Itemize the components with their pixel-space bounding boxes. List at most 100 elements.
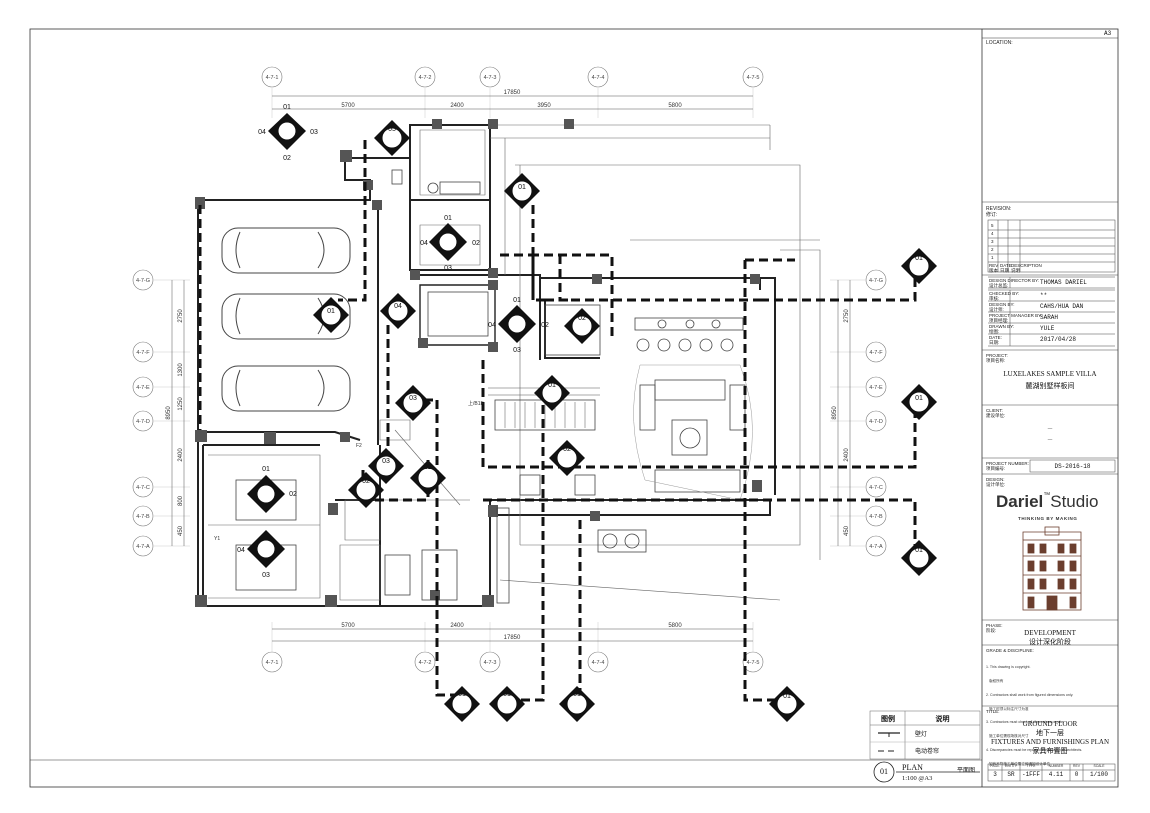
car-icon [221,293,351,340]
svg-text:01: 01 [458,691,466,698]
checked-label: CHECKED BY:审核: [989,291,1020,301]
building-illustration [1022,526,1082,611]
dim-label: 2400 [844,448,850,462]
plan-tag-title: PLAN [902,763,923,772]
date-value: 2017/04/28 [1040,336,1077,343]
tag-marker: 01 [313,297,349,333]
project-number-label: PROJECT NUMBER:项目编号: [986,461,1029,471]
dim-label: 2400 [450,623,464,629]
phase-value: DEVELOPMENT [1024,629,1076,637]
svg-text:4-7-5: 4-7-5 [747,660,760,666]
stair-label: 上/B1F [468,400,484,407]
svg-text:4-7-G: 4-7-G [136,278,150,284]
tag-marker: 02 [549,440,585,476]
dim-label: 800 [178,495,184,506]
project-number-value: DS-2016-18 [1054,463,1091,470]
design-label: DESIGN:设计单位: [986,477,1006,487]
svg-text:01: 01 [548,382,556,389]
tag-marker: 01 [504,173,540,209]
dim-label: 5700 [341,623,355,629]
grid-marker: 4-7-3 [479,651,501,673]
tag-marker: 03 [395,385,431,421]
grid-marker: 4-7-C [865,476,887,498]
elevation-marker: 01 04 03 02 [258,104,318,162]
dim-total-bottom: 17850 [504,635,521,641]
svg-text:01: 01 [915,395,923,402]
grid-marker: 4-7-2 [414,651,436,673]
grid-marker: 4-7-B [132,505,154,527]
elevation-marker: 01 04 02 03 [488,297,549,354]
svg-text:04: 04 [488,322,496,329]
legend-row-wall-lamp: 壁灯 [915,732,928,738]
svg-text:01: 01 [444,215,452,222]
grid-marker: 4-7-F [132,341,154,363]
grid-markers-right: 4-7-G 4-7-F 4-7-E 4-7-D 4-7-C 4-7-B 4-7-… [865,269,887,557]
svg-text:4-7-A: 4-7-A [136,544,150,550]
date-label: DATE:日期: [989,335,1002,345]
designed-value: CAHS/HUA DAN [1040,303,1084,310]
svg-text:01: 01 [518,184,526,191]
dim-label: 2750 [178,309,184,323]
dim-label: 450 [178,525,184,536]
drawn-value: YULE [1040,325,1055,332]
svg-text:4-7-B: 4-7-B [869,514,883,520]
project-name: LUXELAKES SAMPLE VILLA [1003,370,1097,378]
sofa-icon [654,379,726,401]
dim-label: 5800 [668,623,682,629]
svg-text:03: 03 [262,572,270,579]
grid-marker: 4-7-E [132,376,154,398]
car-icon [221,365,351,412]
svg-text:04: 04 [420,240,428,247]
stair-treads [488,387,600,428]
svg-text:4-7-E: 4-7-E [869,385,883,391]
legend [869,710,981,760]
client-label: CLIENT:建设单位: [986,408,1006,418]
grid-marker: 4-7-A [132,535,154,557]
dimension-labels: 17850 5700 2400 3950 5800 5700 2400 5800… [166,90,850,641]
svg-text:02: 02 [362,478,370,485]
dim-label: 2400 [450,103,464,109]
title-block-lines [982,201,1118,782]
dim-label: 5800 [668,103,682,109]
title-label: TITLE: [986,709,1000,714]
design-director-value: THOMAS DARIEL [1040,279,1087,286]
dim-total-top: 17850 [504,90,521,96]
grid-marker: 4-7-4 [587,651,609,673]
svg-text:01: 01 [503,691,511,698]
svg-text:4-7-G: 4-7-G [869,278,883,284]
grid-marker: 4-7-E [865,376,887,398]
svg-text:02: 02 [283,155,291,162]
svg-text:4-7-2: 4-7-2 [419,660,432,666]
dim-label: 450 [844,525,850,536]
location-label: LOCATION: [986,40,1013,46]
tag-marker: 02 [410,460,446,496]
svg-text:4-7-D: 4-7-D [136,419,150,425]
plan-tag-number: 01 [880,767,888,776]
dim-label: 5700 [341,103,355,109]
svg-text:4-7-F: 4-7-F [869,350,883,356]
living-furniture [519,317,753,553]
grid-marker: 4-7-G [132,269,154,291]
dimension-lines [171,95,851,642]
tag-marker: 02 [348,472,384,508]
designed-label: DESIGN BY:设计师: [989,302,1015,312]
svg-text:4-7-4: 4-7-4 [592,660,605,666]
ac-unit-icon [597,529,647,553]
columns [195,119,762,607]
dim-label: 1250 [178,397,184,411]
dim-vertical-total-right: 8950 [832,406,838,420]
grid-markers-top: 4-7-1 4-7-2 4-7-3 4-7-4 4-7-5 [261,66,764,88]
svg-text:04: 04 [394,303,402,310]
design-director-label: DESIGN DIRECTOR BY:设计总监: [989,278,1040,288]
plan-tag-scale: 1:100 @A3 [902,775,933,782]
svg-text:02: 02 [424,464,432,471]
revision-label: REVISION:修订: [986,206,1012,218]
svg-text:4-7-C: 4-7-C [136,485,150,491]
svg-text:05: 05 [388,126,396,133]
svg-text:4-7-F: 4-7-F [136,350,150,356]
dim-label: 2750 [844,309,850,323]
tag-marker: 01 [901,384,937,420]
